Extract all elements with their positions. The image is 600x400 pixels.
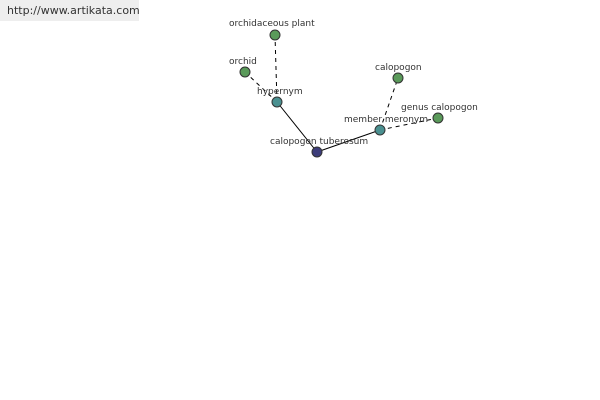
node-genus-calopogon[interactable]: [432, 112, 444, 124]
node-calopogon-tuberosum[interactable]: [311, 146, 323, 158]
nodes-layer: [239, 29, 444, 158]
labels-layer: calopogon tuberosum hypernym member merony…: [229, 19, 478, 147]
edge-member-meronym-to-calopogon: [379, 77, 399, 131]
node-label-calopogon[interactable]: calopogon: [375, 63, 422, 73]
node-label-member-meronym[interactable]: member meronym: [344, 115, 428, 125]
node-label-hypernym[interactable]: hypernym: [257, 87, 303, 97]
node-orchid[interactable]: [239, 66, 251, 78]
site-link[interactable]: http://www.artikata.com: [0, 0, 140, 21]
edges-layer: [244, 34, 439, 153]
edge-calopogon-tuberosum-to-member-meronym: [316, 129, 381, 153]
node-hypernym[interactable]: [271, 96, 283, 108]
node-label-calopogon-tuberosum[interactable]: calopogon tuberosum: [270, 137, 368, 147]
node-member-meronym[interactable]: [374, 124, 386, 136]
node-orchidaceous-plant[interactable]: [269, 29, 281, 41]
node-label-orchidaceous-plant[interactable]: orchidaceous plant: [229, 19, 315, 29]
node-label-genus-calopogon[interactable]: genus calopogon: [401, 103, 478, 113]
node-calopogon[interactable]: [392, 72, 404, 84]
edge-member-meronym-to-genus-calopogon: [379, 117, 439, 131]
edge-calopogon-tuberosum-to-hypernym: [276, 101, 318, 153]
node-label-orchid[interactable]: orchid: [229, 57, 257, 67]
edge-hypernym-to-orchidaceous-plant: [274, 34, 278, 103]
